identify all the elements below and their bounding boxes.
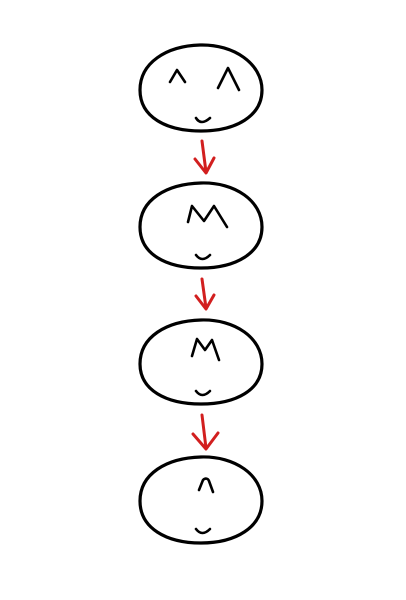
arrow-3-to-4 — [191, 413, 220, 451]
arrow-shaft — [200, 413, 208, 450]
left-peak-mark — [168, 68, 187, 84]
face-stage-3 — [138, 318, 264, 406]
smile-mark — [194, 253, 212, 261]
smile-mark — [194, 389, 212, 397]
face-stage-2 — [138, 181, 264, 270]
arrow-2-to-3 — [194, 277, 216, 311]
face-stage-4 — [138, 455, 264, 545]
arrow-head — [194, 293, 216, 311]
smile-mark — [194, 116, 212, 124]
single-peak-mark — [197, 477, 215, 494]
arrow-shaft — [200, 139, 208, 174]
right-peak-mark — [216, 66, 241, 92]
face-stage-1 — [138, 43, 264, 133]
arrow-shaft — [200, 277, 208, 310]
arrow-head — [191, 431, 220, 451]
arrow-1-to-2 — [193, 139, 216, 175]
face-outline — [138, 455, 264, 545]
m-shape-mark — [186, 204, 229, 229]
smile-mark — [194, 527, 212, 535]
face-outline — [138, 181, 264, 270]
face-outline — [138, 43, 264, 133]
m-shape-mark — [190, 337, 221, 362]
face-outline — [138, 318, 264, 406]
arrow-head — [193, 156, 216, 175]
